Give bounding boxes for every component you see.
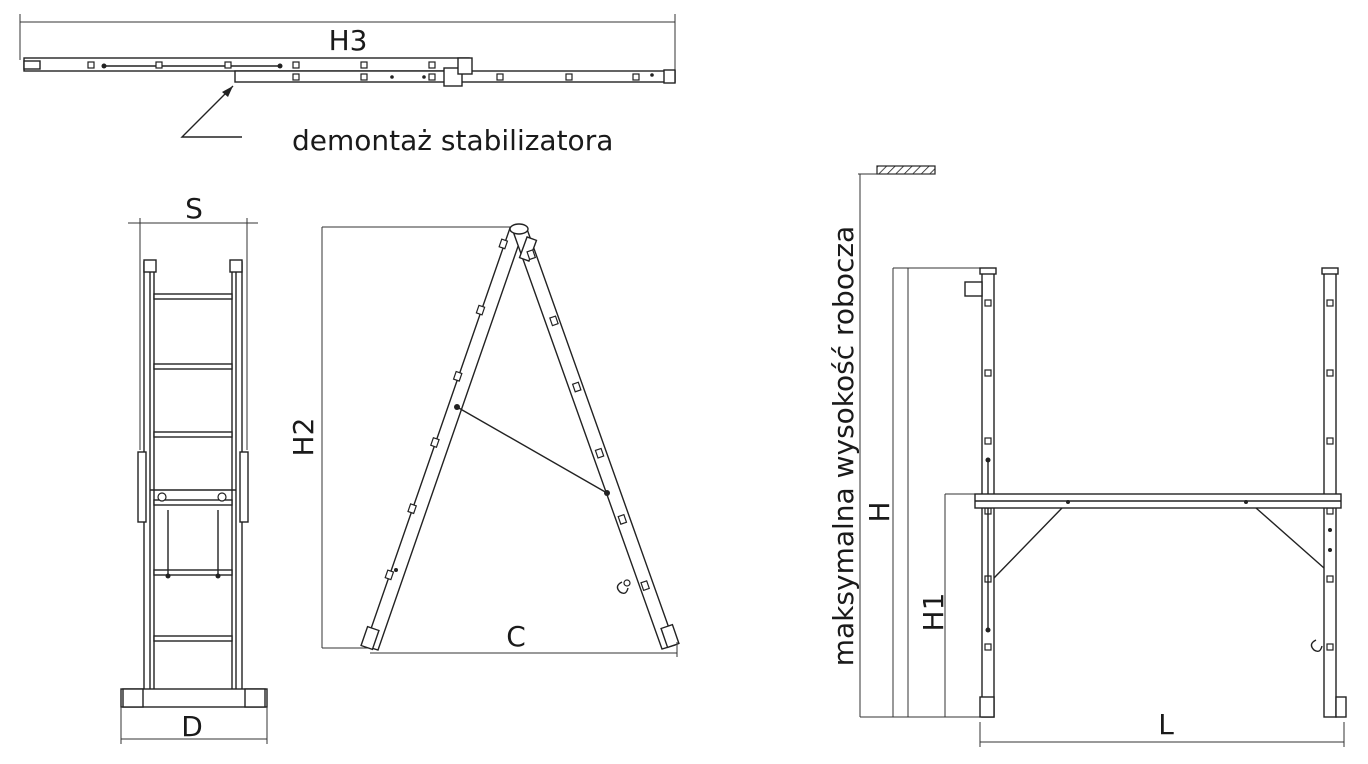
a-frame-view: H2 — [287, 223, 680, 657]
demontaz-leader-line — [180, 85, 242, 138]
hook-left — [964, 281, 983, 297]
stabilizer-base — [120, 688, 268, 708]
h-label: H — [863, 501, 896, 522]
h3-label: H3 — [329, 24, 368, 57]
demontaz-label: demontaż stabilizatora — [292, 124, 613, 157]
s-label: S — [185, 192, 203, 225]
a-frame-left-leg — [364, 227, 524, 651]
h2-label: H2 — [287, 418, 320, 457]
max-height-marker — [876, 165, 936, 175]
front-rungs — [153, 293, 233, 642]
h1-label: H1 — [917, 593, 950, 632]
platform-view: maksymalna wysokość robocza H H1 — [827, 165, 1347, 747]
hinge-cap — [457, 57, 473, 75]
l-label: L — [1158, 708, 1174, 741]
spreader-bar — [456, 406, 608, 494]
d-label: D — [181, 710, 203, 743]
a-frame-right-leg — [513, 228, 676, 650]
lower-section-end-cap — [663, 69, 676, 84]
c-label: C — [506, 620, 526, 653]
max-height-label: maksymalna wysokość robocza — [827, 226, 860, 666]
upper-section-end-cap — [23, 60, 41, 70]
platform-brace-left — [993, 507, 1063, 579]
front-view-ladder: S — [120, 192, 268, 744]
top-view-extended-ladder: H3 demontaż stabilizatora — [19, 14, 676, 157]
platform-brace-right — [1255, 507, 1325, 569]
